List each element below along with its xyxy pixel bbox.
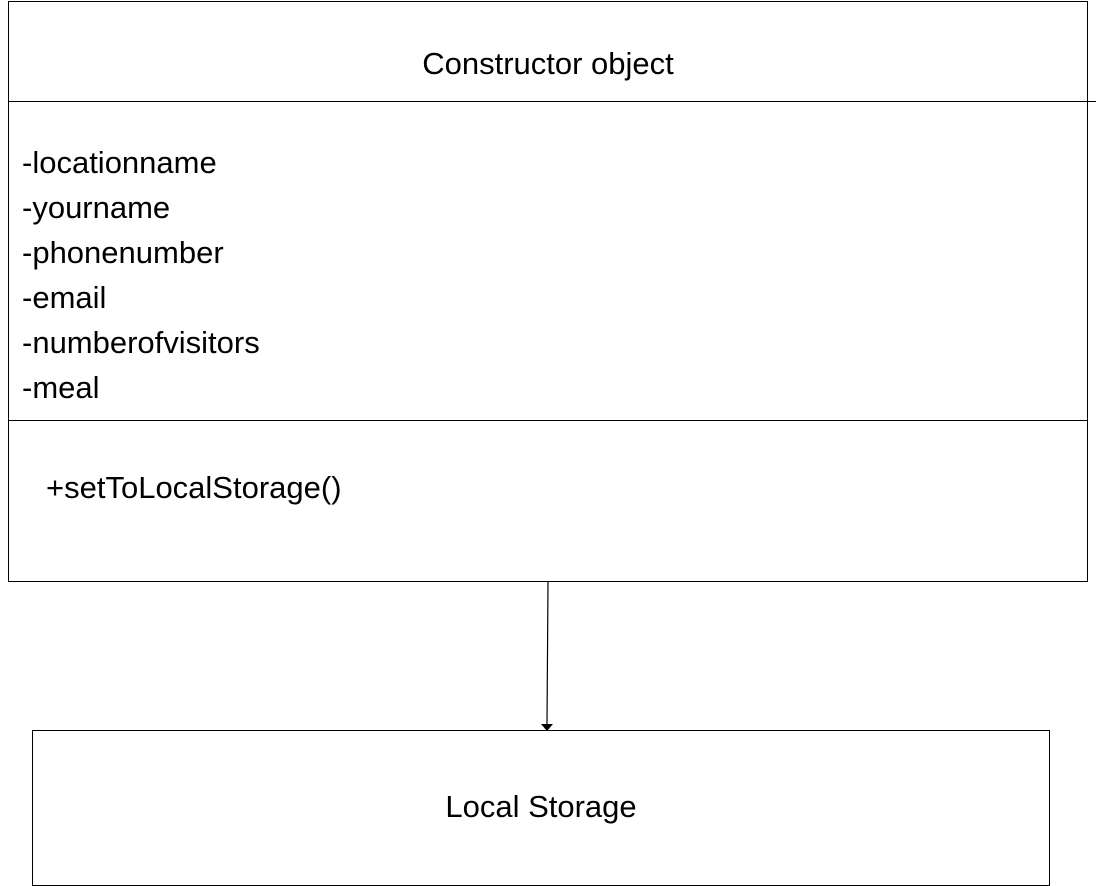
attribute-item: -meal — [22, 370, 100, 405]
attribute-item: -yourname — [22, 190, 171, 225]
attribute-item: -phonenumber — [22, 235, 224, 270]
attribute-list: -locationname -yourname -phonenumber -em… — [22, 140, 260, 410]
attribute-item: -locationname — [22, 145, 217, 180]
class-methods-divider — [8, 420, 1088, 421]
attribute-item: -numberofvisitors — [22, 325, 260, 360]
class-title: Constructor object — [422, 46, 674, 81]
connector-line — [546, 581, 549, 725]
class-header-divider — [8, 101, 1096, 102]
attribute-item: -email — [22, 280, 107, 315]
method-item: +setToLocalStorage() — [46, 470, 342, 505]
constructor-class-box — [8, 1, 1088, 582]
local-storage-label: Local Storage — [445, 789, 637, 824]
